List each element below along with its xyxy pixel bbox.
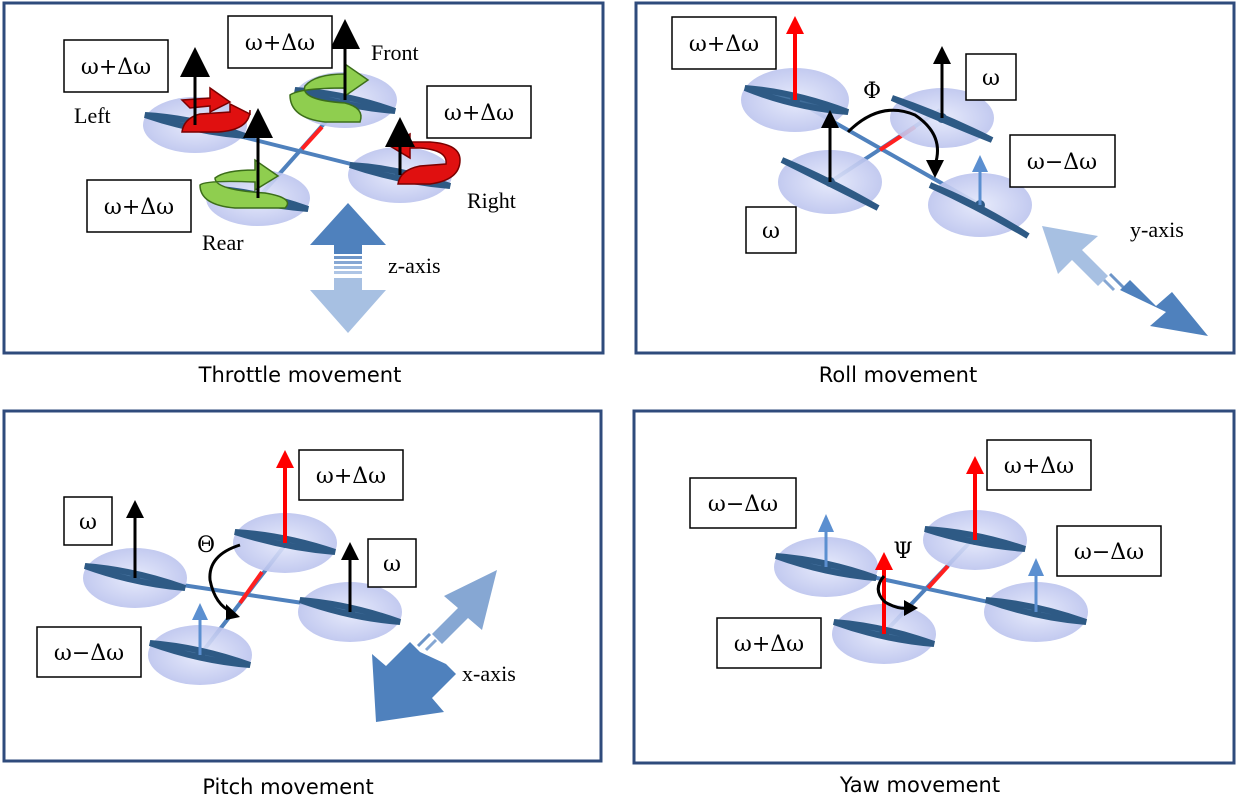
yaw-box-2-text: ω−Δω	[708, 492, 778, 517]
yaw-box-1-text: ω+Δω	[1004, 454, 1074, 479]
yaw-box-4-text: ω+Δω	[734, 632, 804, 657]
roll-angle-arc-icon	[846, 108, 939, 166]
y-axis-label: y-axis	[1130, 217, 1184, 242]
throttle-box-rear: ω+Δω	[86, 179, 192, 233]
throttle-label-rear: Rear	[202, 230, 244, 255]
yaw-box-3: ω−Δω	[1056, 525, 1162, 577]
yaw-box-4: ω+Δω	[716, 617, 822, 669]
pitch-box-3: ω	[367, 538, 417, 588]
z-axis-label: z-axis	[388, 253, 441, 278]
pitch-angle-symbol: Θ	[197, 533, 215, 558]
x-axis-arrow-icon	[372, 570, 497, 722]
roll-box-4-text: ω	[762, 219, 780, 244]
throttle-label-front: Front	[371, 40, 419, 65]
roll-box-3: ω−Δω	[1009, 134, 1116, 188]
roll-box-4: ω	[745, 206, 797, 254]
roll-rotor-2	[890, 88, 994, 148]
y-axis-arrow-icon	[1042, 226, 1208, 336]
pitch-box-2: ω	[63, 496, 113, 546]
roll-panel-frame	[634, 1, 1236, 355]
pitch-quadrotor	[83, 450, 402, 685]
pitch-box-1: ω+Δω	[298, 449, 404, 501]
yaw-box-1: ω+Δω	[986, 439, 1092, 491]
yaw-angle-arc-icon	[876, 575, 911, 610]
throttle-label-left: Left	[74, 103, 111, 128]
pitch-box-2-text: ω	[79, 510, 97, 535]
pitch-box-3-text: ω	[383, 552, 401, 577]
roll-box-2-text: ω	[982, 66, 1000, 91]
throttle-box-right-text: ω+Δω	[444, 101, 514, 126]
yaw-caption: Yaw movement	[839, 773, 1000, 797]
spin-arrow-rear-icon	[199, 158, 289, 209]
z-axis-arrow-icon	[310, 203, 386, 333]
pitch-box-4: ω−Δω	[36, 626, 142, 678]
pitch-box-1-text: ω+Δω	[316, 464, 386, 489]
pitch-panel-frame	[2, 409, 603, 763]
throttle-label-right: Right	[467, 188, 516, 213]
throttle-box-left: ω+Δω	[63, 39, 169, 93]
roll-box-1-text: ω+Δω	[689, 32, 759, 57]
pitch-caption: Pitch movement	[202, 775, 373, 799]
throttle-panel-frame	[2, 1, 605, 355]
throttle-box-right: ω+Δω	[426, 85, 532, 139]
throttle-caption: Throttle movement	[198, 363, 402, 387]
yaw-quadrotor	[774, 456, 1088, 664]
throttle-box-front-text: ω+Δω	[245, 31, 315, 56]
roll-quadrotor	[741, 16, 1032, 239]
pitch-box-4-text: ω−Δω	[54, 641, 124, 666]
roll-box-3-text: ω−Δω	[1027, 150, 1097, 175]
yaw-box-2: ω−Δω	[689, 477, 797, 529]
roll-box-1: ω+Δω	[671, 16, 777, 70]
throttle-quadrotor	[143, 19, 461, 226]
yaw-angle-symbol: Ψ	[893, 539, 912, 564]
yaw-box-3-text: ω−Δω	[1074, 540, 1144, 565]
throttle-box-rear-text: ω+Δω	[104, 195, 174, 220]
roll-box-2: ω	[965, 53, 1017, 101]
roll-angle-symbol: Φ	[863, 79, 881, 104]
pitch-angle-arc-icon	[208, 543, 241, 614]
throttle-box-front: ω+Δω	[227, 15, 333, 69]
roll-caption: Roll movement	[819, 363, 977, 387]
throttle-box-left-text: ω+Δω	[81, 55, 151, 80]
x-axis-label: x-axis	[462, 661, 516, 686]
yaw-panel-frame	[632, 409, 1236, 765]
